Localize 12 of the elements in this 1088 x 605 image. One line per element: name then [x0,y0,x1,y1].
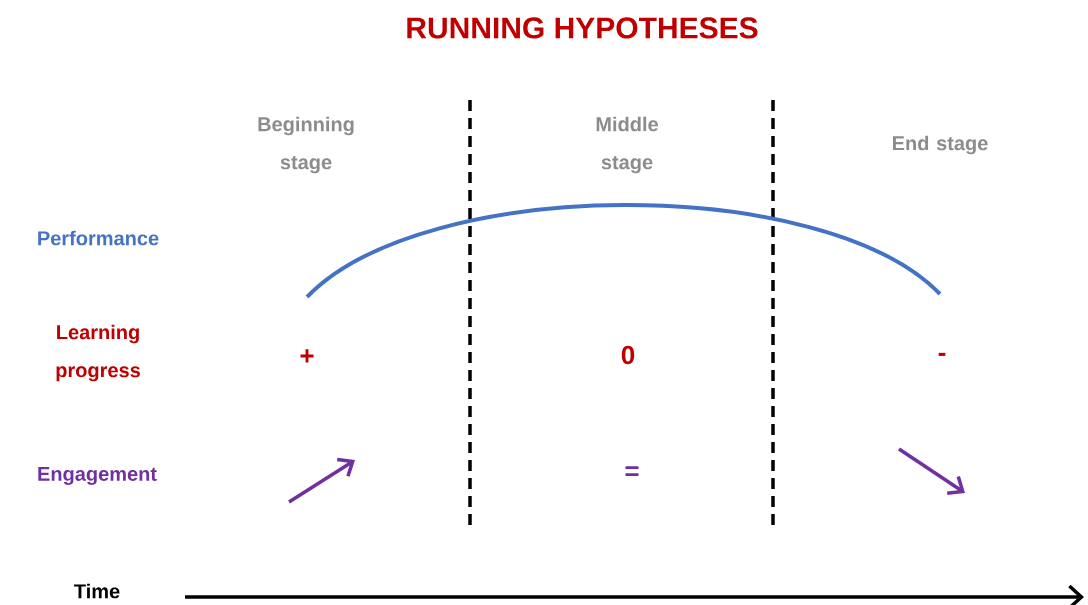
sign-symbol: 0 [621,345,635,365]
row-label: Performance [38,230,159,246]
title: RUNNING HYPOTHESES [407,17,758,39]
sign-symbol: + [300,349,314,363]
stage-heading: Middle stage [596,116,658,174]
stage-heading: Beginning stage [258,116,354,174]
row-label: Engagement [38,467,157,485]
sign-symbol: - [938,352,946,356]
sign-symbol: = [625,466,639,477]
stage-heading: End stage [893,135,988,155]
row-label: Learning progress [56,324,140,382]
axis-label: Time [74,583,120,599]
